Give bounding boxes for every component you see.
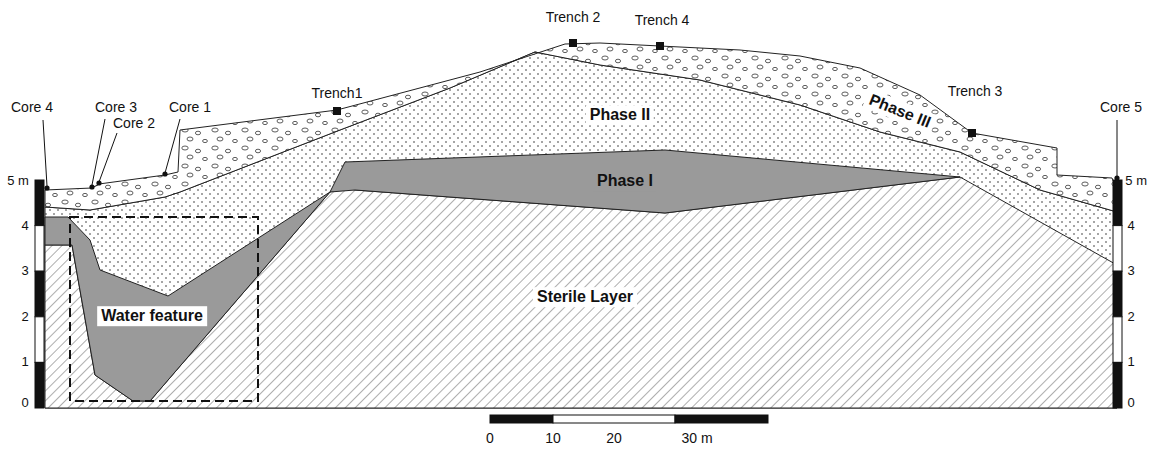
axis-label: 1 bbox=[21, 355, 28, 369]
layer-name: Phase I bbox=[593, 171, 657, 191]
axis-label: 5 m bbox=[7, 174, 29, 188]
core-dot bbox=[96, 180, 101, 185]
ruler-segment bbox=[1113, 362, 1122, 408]
layer-name: Phase II bbox=[586, 105, 654, 125]
trench-label: Trench 4 bbox=[635, 13, 690, 28]
core-label: Core 2 bbox=[113, 116, 155, 131]
axis-label: 4 bbox=[1127, 219, 1134, 233]
core-dot bbox=[1114, 175, 1119, 180]
layer-name: Sterile Layer bbox=[533, 287, 637, 307]
trench-marker bbox=[656, 42, 664, 50]
left-ruler bbox=[35, 180, 44, 408]
phase-i-layer bbox=[330, 150, 960, 213]
right-ruler bbox=[1113, 180, 1122, 408]
core-label: Core 5 bbox=[1100, 100, 1142, 115]
scale-bar bbox=[490, 415, 768, 423]
trench-marker bbox=[569, 39, 577, 47]
phase-ii-layer bbox=[45, 52, 1117, 408]
ruler-segment bbox=[1113, 271, 1122, 317]
ruler-segment bbox=[1113, 317, 1122, 363]
feature-name: Water feature bbox=[97, 306, 207, 326]
axis-label: 5 m bbox=[1125, 174, 1147, 188]
sterile-layer bbox=[45, 177, 1117, 408]
dashed-frame bbox=[70, 217, 258, 401]
trench-markers bbox=[333, 39, 976, 137]
trench-label: Trench1 bbox=[312, 86, 363, 101]
water-feature-fill bbox=[45, 192, 330, 401]
axis-label: 3 bbox=[1127, 264, 1134, 278]
ruler-segment bbox=[35, 271, 44, 317]
scale-label: 20 bbox=[606, 431, 622, 446]
core-dot bbox=[162, 171, 167, 176]
axis-label: 0 bbox=[1127, 396, 1134, 410]
axis-label: 3 bbox=[21, 264, 28, 278]
scale-label: 10 bbox=[545, 431, 561, 446]
axis-label: 1 bbox=[1127, 355, 1134, 369]
core-label: Core 1 bbox=[169, 100, 211, 115]
ruler-segment bbox=[1113, 226, 1122, 272]
scale-label: 30 m bbox=[681, 431, 712, 446]
phase-iii-layer bbox=[45, 43, 1117, 212]
ruler-segment bbox=[35, 180, 44, 226]
core-dot bbox=[44, 185, 49, 190]
leader-line bbox=[1117, 120, 1118, 176]
ruler-segment bbox=[35, 226, 44, 272]
axis-label: 0 bbox=[21, 396, 28, 410]
scale-segment bbox=[553, 415, 675, 423]
core-dot bbox=[89, 184, 94, 189]
axis-label: 2 bbox=[1127, 310, 1134, 324]
scale-label: 0 bbox=[486, 431, 494, 446]
leader-line bbox=[43, 120, 47, 186]
trench-label: Trench 2 bbox=[546, 10, 601, 25]
ruler-segment bbox=[1113, 180, 1122, 226]
scale-segment bbox=[490, 415, 553, 423]
leader-line bbox=[99, 133, 117, 182]
axis-label: 4 bbox=[21, 219, 28, 233]
ruler-segment bbox=[35, 362, 44, 408]
scale-segment bbox=[675, 415, 768, 423]
ruler-segment bbox=[35, 317, 44, 363]
core-dots bbox=[44, 171, 1119, 190]
leader-line bbox=[165, 119, 180, 173]
axis-label: 2 bbox=[21, 310, 28, 324]
core-leaders bbox=[43, 119, 1117, 186]
trench-marker bbox=[968, 129, 976, 137]
trench-label: Trench 3 bbox=[948, 84, 1003, 99]
core-label: Core 4 bbox=[11, 100, 53, 115]
trench-marker bbox=[333, 107, 341, 115]
leader-line bbox=[92, 119, 105, 185]
core-label: Core 3 bbox=[95, 100, 137, 115]
